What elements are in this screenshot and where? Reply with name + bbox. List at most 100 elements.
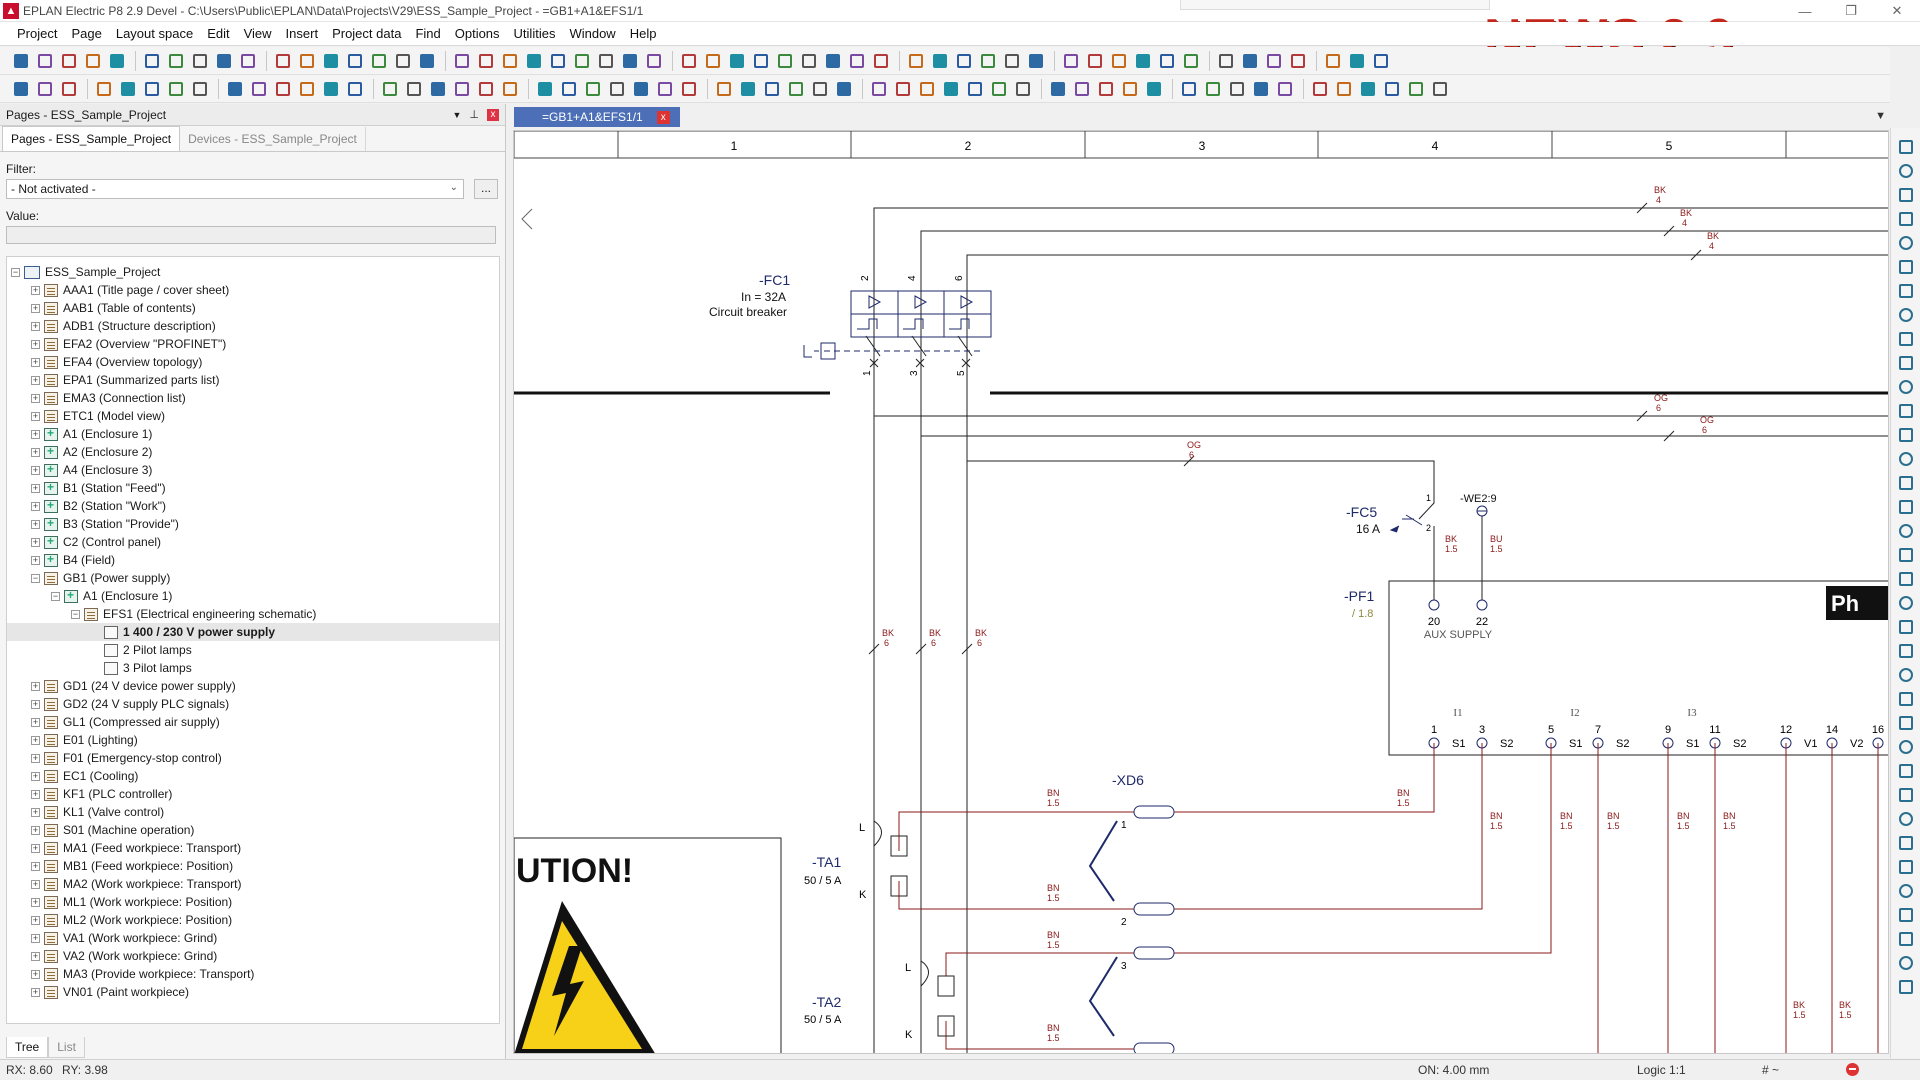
menu-insert[interactable]: Insert (285, 25, 319, 41)
toolbar-tool-icon[interactable] (1178, 78, 1199, 99)
menu-window[interactable]: Window (569, 25, 616, 41)
tree-item[interactable]: +ML1 (Work workpiece: Position) (7, 893, 499, 911)
toolbar-tool-icon[interactable] (630, 78, 651, 99)
tree-item[interactable]: +VA2 (Work workpiece: Grind) (7, 947, 499, 965)
toolbar-tool-icon[interactable] (798, 50, 819, 71)
expand-icon[interactable]: + (31, 860, 40, 871)
circuit-breaker-fc5[interactable] (1389, 486, 1435, 601)
toolbar-tool-icon[interactable] (451, 78, 472, 99)
symbol-tool-icon[interactable] (1897, 786, 1915, 804)
tree-item[interactable]: +MA3 (Provide workpiece: Transport) (7, 965, 499, 983)
tree-item[interactable]: −EFS1 (Electrical engineering schematic) (7, 605, 499, 623)
symbol-tool-icon[interactable] (1897, 978, 1915, 996)
expand-icon[interactable]: + (31, 950, 40, 961)
toolbar-tool-icon[interactable] (1132, 50, 1153, 71)
tree-item[interactable]: −GB1 (Power supply) (7, 569, 499, 587)
menu-project-data[interactable]: Project data (332, 25, 402, 41)
symbol-tool-icon[interactable] (1897, 642, 1915, 660)
toolbar-tool-icon[interactable] (1226, 78, 1247, 99)
toolbar-tool-icon[interactable] (940, 78, 961, 99)
expand-icon[interactable]: + (31, 734, 40, 745)
toolbar-tool-icon[interactable] (713, 78, 734, 99)
expand-icon[interactable]: + (31, 338, 40, 349)
toolbar-tool-icon[interactable] (403, 78, 424, 99)
symbol-tool-icon[interactable] (1897, 858, 1915, 876)
tree-item[interactable]: +EFA4 (Overview topology) (7, 353, 499, 371)
toolbar-tool-icon[interactable] (1084, 50, 1105, 71)
toolbar-tool-icon[interactable] (977, 50, 998, 71)
toolbar-tool-icon[interactable] (761, 78, 782, 99)
collapse-icon[interactable]: − (51, 590, 60, 601)
toolbar-tool-icon[interactable] (320, 50, 341, 71)
symbol-tool-icon[interactable] (1897, 498, 1915, 516)
expand-icon[interactable]: + (31, 374, 40, 385)
toolbar-tool-icon[interactable] (499, 78, 520, 99)
symbol-tool-icon[interactable] (1897, 594, 1915, 612)
toolbar-tool-icon[interactable] (368, 50, 389, 71)
symbol-tool-icon[interactable] (1897, 738, 1915, 756)
symbol-tool-icon[interactable] (1897, 354, 1915, 372)
toolbar-tool-icon[interactable] (571, 50, 592, 71)
tree-item[interactable]: +A1 (Enclosure 1) (7, 425, 499, 443)
menu-utilities[interactable]: Utilities (513, 25, 556, 41)
symbol-tool-icon[interactable] (1897, 666, 1915, 684)
toolbar-tool-icon[interactable] (870, 50, 891, 71)
tree-item[interactable]: +AAA1 (Title page / cover sheet) (7, 281, 499, 299)
toolbar-tool-icon[interactable] (702, 50, 723, 71)
toolbar-tool-icon[interactable] (1025, 50, 1046, 71)
tree-item[interactable]: +S01 (Machine operation) (7, 821, 499, 839)
symbol-tool-icon[interactable] (1897, 690, 1915, 708)
toolbar-tool-icon[interactable] (248, 78, 269, 99)
document-tab[interactable]: =GB1+A1&EFS1/1 x (514, 107, 680, 127)
resize-grip[interactable] (1180, 0, 1490, 10)
toolbar-tool-icon[interactable] (344, 78, 365, 99)
toolbar-tool-icon[interactable] (678, 78, 699, 99)
toolbar-tool-icon[interactable] (34, 50, 55, 71)
pin-icon[interactable]: ⊥ (469, 109, 479, 121)
tree-item[interactable]: +B3 (Station "Provide") (7, 515, 499, 533)
minimize-icon[interactable]: — (1798, 3, 1812, 19)
toolbar-tool-icon[interactable] (1071, 78, 1092, 99)
toolbar-tool-icon[interactable] (1357, 78, 1378, 99)
menu-help[interactable]: Help (629, 25, 657, 41)
expand-icon[interactable]: + (31, 482, 40, 493)
symbol-tool-icon[interactable] (1897, 330, 1915, 348)
toolbar-tool-icon[interactable] (1143, 78, 1164, 99)
toolbar-tool-icon[interactable] (1405, 78, 1426, 99)
symbol-tool-icon[interactable] (1897, 378, 1915, 396)
tree-item[interactable]: +MB1 (Feed workpiece: Position) (7, 857, 499, 875)
toolbar-tool-icon[interactable] (344, 50, 365, 71)
close-icon[interactable]: ✕ (1891, 3, 1903, 18)
toolbar-tool-icon[interactable] (392, 50, 413, 71)
tree-item[interactable]: +KF1 (PLC controller) (7, 785, 499, 803)
toolbar-tool-icon[interactable] (93, 78, 114, 99)
filter-options-button[interactable]: ... (474, 179, 498, 199)
symbol-tool-icon[interactable] (1897, 426, 1915, 444)
expand-icon[interactable]: + (31, 428, 40, 439)
toolbar-tool-icon[interactable] (534, 78, 555, 99)
expand-icon[interactable]: + (31, 878, 40, 889)
tree-item[interactable]: +C2 (Control panel) (7, 533, 499, 551)
symbol-tool-icon[interactable] (1897, 306, 1915, 324)
tree-item[interactable]: +EPA1 (Summarized parts list) (7, 371, 499, 389)
panel-close-icon[interactable]: x (487, 108, 499, 121)
symbol-tool-icon[interactable] (1897, 882, 1915, 900)
tree-item[interactable]: 1 400 / 230 V power supply (7, 623, 499, 641)
symbol-tool-icon[interactable] (1897, 450, 1915, 468)
toolbar-tool-icon[interactable] (189, 50, 210, 71)
toolbar-tool-icon[interactable] (892, 78, 913, 99)
expand-icon[interactable]: + (31, 806, 40, 817)
symbol-tool-icon[interactable] (1897, 618, 1915, 636)
toolbar-tool-icon[interactable] (988, 78, 1009, 99)
toolbar-tool-icon[interactable] (953, 50, 974, 71)
toolbar-tool-icon[interactable] (34, 78, 55, 99)
symbol-tool-icon[interactable] (1897, 570, 1915, 588)
expand-icon[interactable]: + (31, 716, 40, 727)
symbol-tool-icon[interactable] (1897, 522, 1915, 540)
symbol-tool-icon[interactable] (1897, 234, 1915, 252)
menu-view[interactable]: View (243, 25, 272, 41)
toolbar-tool-icon[interactable] (785, 78, 806, 99)
toolbar-tool-icon[interactable] (1250, 78, 1271, 99)
tree-item[interactable]: +EMA3 (Connection list) (7, 389, 499, 407)
toolbar-tool-icon[interactable] (1108, 50, 1129, 71)
